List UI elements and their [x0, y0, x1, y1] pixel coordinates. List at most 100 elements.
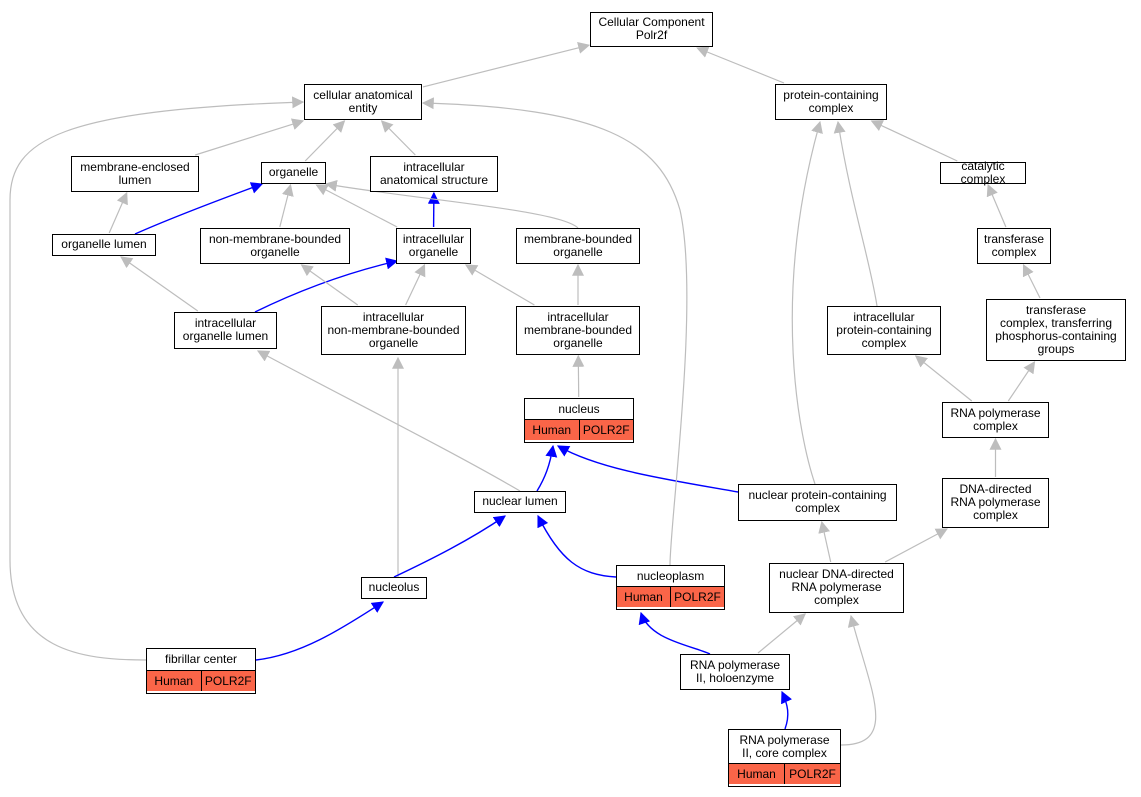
- edge-nmbo-to-org: [279, 183, 294, 228]
- edge-mel-to-cae: [195, 118, 305, 156]
- node-ipcc[interactable]: intracellular protein-containing complex: [827, 306, 941, 355]
- node-rp2h[interactable]: RNA polymerase II, holoenzyme: [680, 654, 790, 690]
- node-label: intracellular non-membrane-bounded organ…: [327, 309, 460, 350]
- node-label: intracellular organelle: [402, 231, 465, 259]
- node-label: DNA-directed RNA polymerase complex: [950, 482, 1041, 522]
- edge-orl-to-org: [134, 182, 264, 235]
- node-cat[interactable]: catalytic complex: [940, 158, 1026, 186]
- edge-imbo-to-io: [464, 264, 535, 306]
- node-label: transferase complex, transferring phosph…: [995, 302, 1117, 356]
- edge-rp2h-to-npl: [638, 611, 711, 655]
- gene-cell: POLR2F: [670, 587, 724, 607]
- node-label: nucleolus: [368, 580, 420, 594]
- node-nmbo[interactable]: non-membrane-bounded organelle: [200, 228, 350, 264]
- node-inmbo[interactable]: intracellular non-membrane-bounded organ…: [321, 306, 466, 355]
- edge-orl-to-mel: [108, 191, 128, 234]
- edge-rnapc-to-ipcc: [914, 355, 973, 402]
- node-nlo[interactable]: nucleolus: [361, 577, 427, 599]
- edge-fc-to-nlo: [255, 601, 385, 661]
- node-label: intracellular anatomical structure: [379, 159, 489, 187]
- node-label: fibrillar center: [164, 652, 238, 666]
- edge-ias-to-cae: [380, 120, 416, 156]
- edge-ipcc-to-pcc: [833, 120, 878, 307]
- node-label: membrane-enclosed lumen: [80, 159, 190, 187]
- edge-io-to-org: [315, 184, 398, 228]
- edge-nl-to-iol: [256, 350, 521, 492]
- node-rnapc[interactable]: RNA polymerase complex: [942, 402, 1049, 438]
- node-label: intracellular protein-containing complex: [836, 309, 932, 350]
- edge-inmbo-to-nmbo: [300, 264, 359, 306]
- node-label: nuclear DNA-directed RNA polymerase comp…: [779, 567, 894, 607]
- node-io[interactable]: intracellular organelle: [396, 228, 471, 264]
- node-label: organelle lumen: [61, 237, 147, 251]
- node-label: non-membrane-bounded organelle: [208, 231, 342, 259]
- species-cell: Human: [617, 587, 670, 607]
- node-nddrp[interactable]: nuclear DNA-directed RNA polymerase comp…: [769, 563, 904, 613]
- node-label: RNA polymerase II, core complex: [739, 732, 830, 760]
- node-label: nucleoplasm: [636, 568, 705, 583]
- edge-rp2h-to-nddrp: [757, 613, 807, 654]
- species-cell: Human: [729, 764, 784, 784]
- edge-nddrp-to-ddrp: [884, 528, 948, 563]
- edge-fc-to-cae: [9, 96, 305, 661]
- species-cell: Human: [525, 420, 579, 440]
- gene-cell: POLR2F: [578, 420, 633, 440]
- node-label: organelle: [268, 165, 319, 179]
- node-label: cellular anatomical entity: [313, 87, 413, 115]
- edge-inmbo-to-io: [405, 263, 426, 306]
- node-label: transferase complex: [983, 231, 1045, 259]
- species-cell: Human: [147, 671, 201, 691]
- edge-cat-to-pcc: [870, 120, 958, 162]
- edge-npcc-to-pcc: [791, 120, 823, 485]
- edge-org-to-cae: [304, 120, 346, 162]
- node-tcp[interactable]: transferase complex, transferring phosph…: [986, 299, 1126, 361]
- node-label: membrane-bounded organelle: [523, 231, 633, 259]
- node-ddrp[interactable]: DNA-directed RNA polymerase complex: [942, 478, 1049, 528]
- node-ias[interactable]: intracellular anatomical structure: [370, 156, 498, 192]
- edge-rp2c-to-nddrp: [840, 614, 877, 746]
- node-label: RNA polymerase II, holoenzyme: [689, 657, 781, 685]
- edge-nddrp-to-npcc: [818, 520, 832, 563]
- edge-nlo-to-nl: [393, 515, 506, 578]
- edge-tcp-to-tc: [1022, 263, 1041, 299]
- edge-rp2c-to-rp2h: [781, 690, 792, 730]
- edge-iol-to-orl: [120, 256, 199, 312]
- gene-cell: POLR2F: [200, 671, 255, 691]
- edge-tc-to-cat: [986, 183, 1007, 228]
- gene-cell: POLR2F: [784, 764, 840, 784]
- node-mel[interactable]: membrane-enclosed lumen: [71, 156, 199, 192]
- node-cae[interactable]: cellular anatomical entity: [304, 84, 422, 120]
- node-mbo[interactable]: membrane-bounded organelle: [516, 228, 640, 264]
- node-label: protein-containing complex: [783, 87, 879, 115]
- edge-rnapc-to-tcp: [1007, 361, 1036, 402]
- node-label: Cellular Component Polr2f: [598, 15, 705, 42]
- edge-nl-to-nuc: [536, 444, 558, 492]
- node-label: catalytic complex: [960, 158, 1006, 186]
- edge-iol-to-io: [254, 257, 399, 313]
- node-orl[interactable]: organelle lumen: [52, 234, 156, 256]
- edge-pcc-to-root: [696, 46, 785, 84]
- edge-npcc-to-nuc: [556, 445, 739, 493]
- node-nl[interactable]: nuclear lumen: [474, 491, 566, 513]
- edge-npl-to-cae: [421, 97, 688, 566]
- node-label: nuclear protein-containing complex: [748, 488, 887, 515]
- edge-npl-to-nl: [537, 514, 617, 578]
- node-root[interactable]: Cellular Component Polr2f: [590, 12, 713, 47]
- node-label: intracellular organelle lumen: [182, 316, 269, 343]
- node-org[interactable]: organelle: [261, 162, 326, 184]
- node-label: nucleus: [558, 401, 600, 416]
- node-imbo[interactable]: intracellular membrane-bounded organelle: [516, 306, 640, 355]
- node-iol[interactable]: intracellular organelle lumen: [174, 312, 277, 349]
- node-tc[interactable]: transferase complex: [977, 228, 1051, 264]
- edge-mbo-to-org: [324, 179, 579, 229]
- node-pcc[interactable]: protein-containing complex: [775, 84, 887, 120]
- node-npcc[interactable]: nuclear protein-containing complex: [738, 484, 897, 521]
- node-label: intracellular membrane-bounded organelle: [523, 309, 633, 350]
